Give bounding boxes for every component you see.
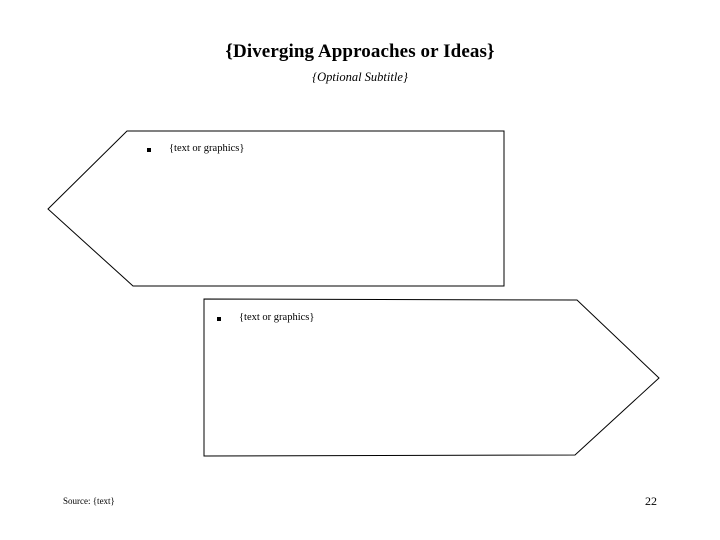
left-pointing-arrow[interactable] (47, 130, 505, 287)
page-title: {Diverging Approaches or Ideas} (225, 41, 495, 62)
square-bullet-icon (217, 317, 221, 321)
page-number: 22 (645, 494, 657, 508)
list-item: {text or graphics} (147, 142, 244, 156)
source-note: Source: {text} (63, 496, 115, 506)
arrow-body-text: {text or graphics} (239, 312, 315, 323)
page-subtitle: {Optional Subtitle} (312, 70, 408, 84)
right-pointing-arrow[interactable] (203, 298, 660, 457)
list-item: {text or graphics} (217, 311, 314, 325)
arrow-body-text: {text or graphics} (169, 143, 245, 154)
square-bullet-icon (147, 148, 151, 152)
